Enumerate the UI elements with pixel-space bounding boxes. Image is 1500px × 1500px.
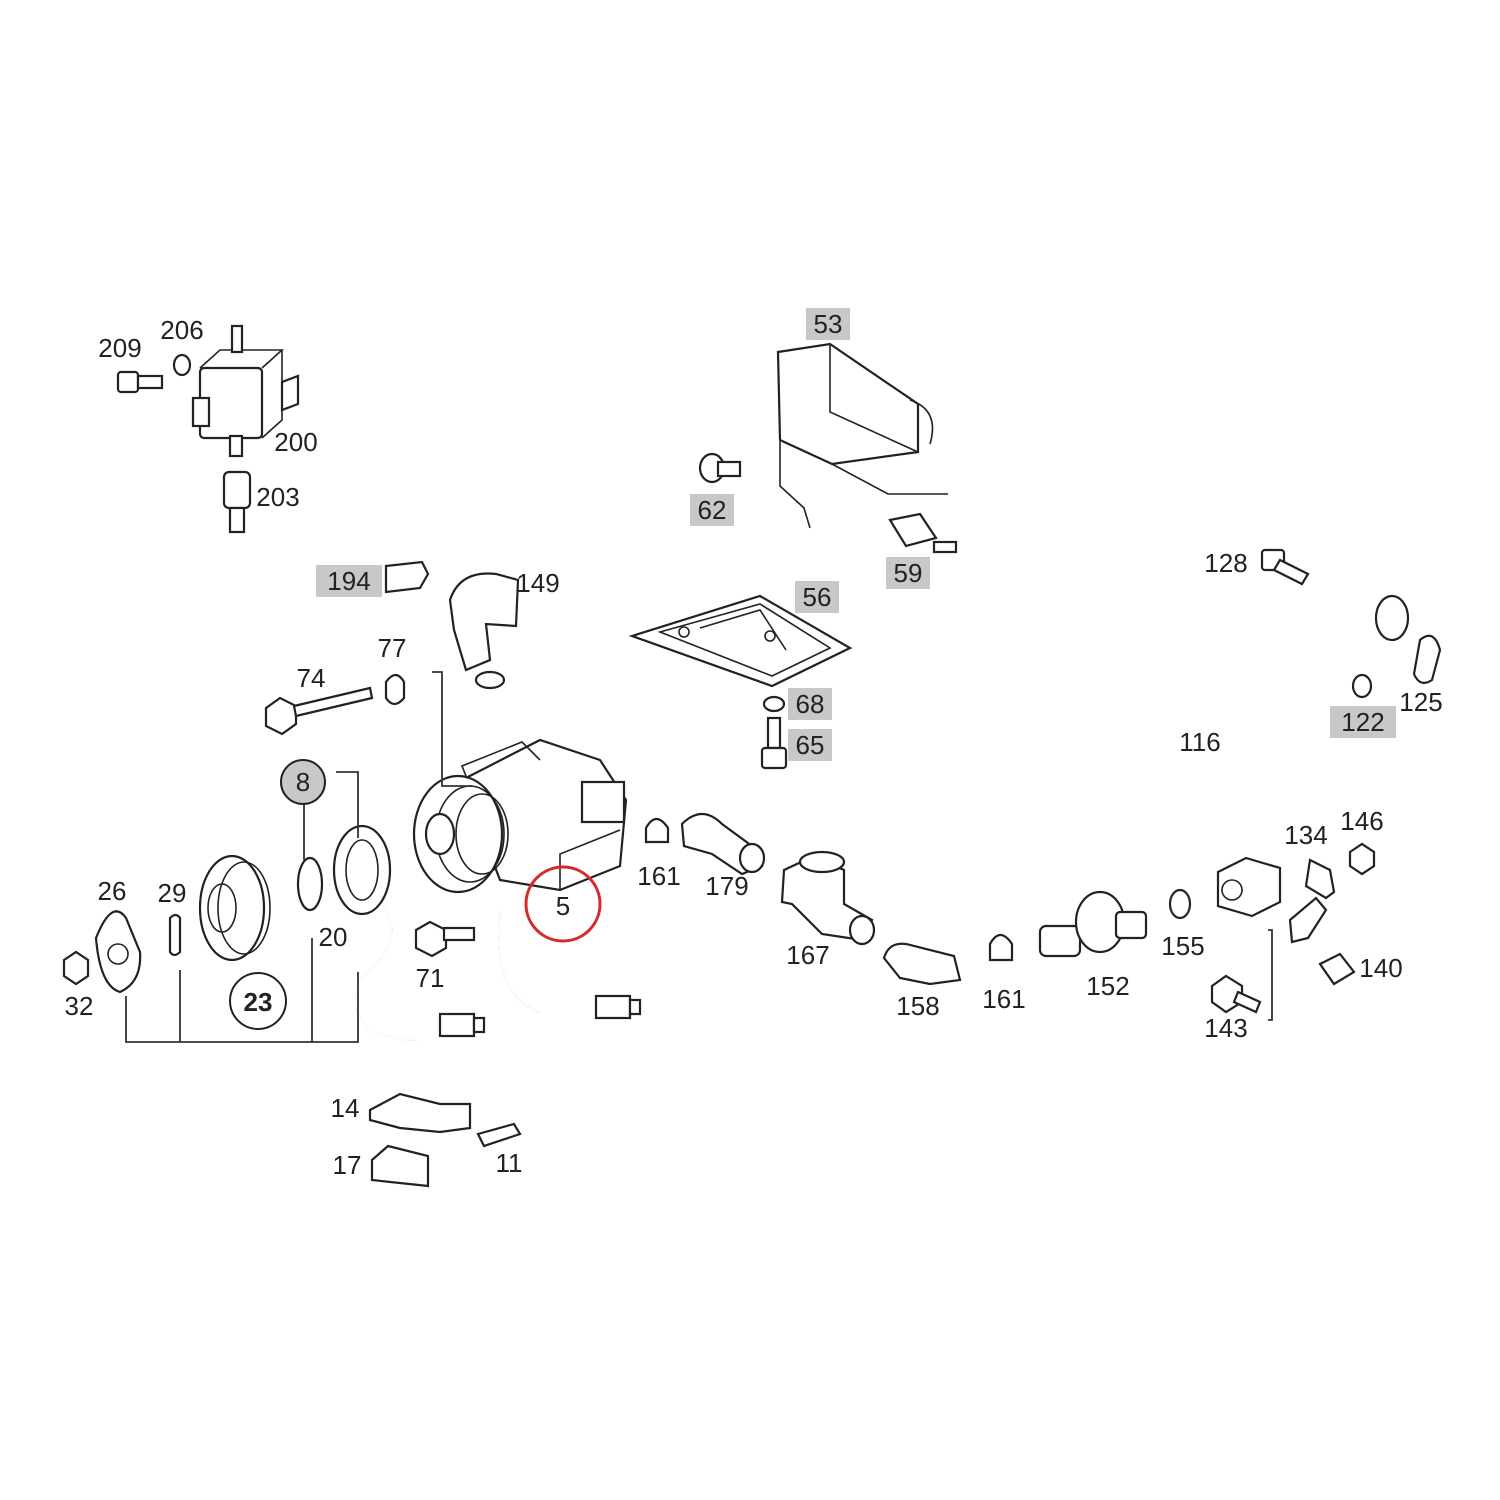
bracket-194 <box>384 560 430 594</box>
washer-77 <box>384 673 406 706</box>
callout-167: 167 <box>786 940 829 970</box>
bolt-65 <box>760 716 788 770</box>
callout-circle-23 <box>229 972 287 1030</box>
wiring-harness-5 <box>497 911 642 1020</box>
label-bg-68 <box>788 688 832 720</box>
callout-26: 26 <box>98 876 127 906</box>
gasket-125 <box>1412 634 1442 684</box>
fitting-59 <box>888 512 958 554</box>
callout-74: 74 <box>297 663 326 693</box>
callout-56: 56 <box>803 582 832 612</box>
callout-71: 71 <box>416 963 445 993</box>
callout-134: 134 <box>1284 820 1327 850</box>
connector-203 <box>222 470 252 534</box>
callout-62: 62 <box>698 495 727 525</box>
connector-housing-17 <box>370 1144 430 1188</box>
bolt-74 <box>264 686 374 736</box>
callout-53: 53 <box>814 309 843 339</box>
callout-65: 65 <box>796 730 825 760</box>
check-valve-152 <box>1038 890 1148 958</box>
pulley-23 <box>198 854 271 962</box>
hose-179 <box>680 812 766 876</box>
bolt-128 <box>1260 548 1310 586</box>
callout-11: 11 <box>496 1148 523 1178</box>
tee-valve-167 <box>780 850 876 946</box>
callout-8: 8 <box>296 767 310 797</box>
callout-29: 29 <box>158 878 187 908</box>
nut-146 <box>1348 842 1376 876</box>
label-bg-56 <box>795 581 839 613</box>
callout-209: 209 <box>98 333 141 363</box>
clamp-161b <box>988 933 1014 962</box>
seal-155 <box>1168 888 1192 920</box>
callout-146: 146 <box>1340 806 1383 836</box>
callout-20: 20 <box>319 922 348 952</box>
callout-161-second: 161 <box>982 984 1025 1014</box>
wiring-harness-20 <box>355 899 486 1041</box>
bracket-53 <box>776 342 948 529</box>
callout-128: 128 <box>1204 548 1247 578</box>
callout-32: 32 <box>65 991 94 1021</box>
heat-shield-56 <box>628 594 853 688</box>
clamp-161a <box>644 817 670 844</box>
label-bg-65 <box>788 729 832 761</box>
solenoid-valve-200 <box>191 324 300 458</box>
leader-143 <box>1268 929 1273 1021</box>
callout-23: 23 <box>244 987 273 1017</box>
seal-ring-122 <box>1351 673 1373 699</box>
callout-14: 14 <box>331 1093 360 1123</box>
leader-77 <box>432 671 472 787</box>
leader-23 <box>125 938 359 1043</box>
bolt-209 <box>116 370 164 394</box>
connector-14 <box>368 1092 472 1134</box>
callout-125: 125 <box>1399 687 1442 717</box>
callout-122: 122 <box>1341 707 1384 737</box>
callout-155: 155 <box>1161 931 1204 961</box>
callout-179: 179 <box>705 871 748 901</box>
callout-5: 5 <box>556 891 570 921</box>
snap-ring-29 <box>168 913 182 957</box>
leader-8 <box>303 771 359 860</box>
air-pump-5 <box>412 738 628 894</box>
callout-152: 152 <box>1086 971 1129 1001</box>
bracket-134 <box>1304 858 1336 900</box>
callout-143: 143 <box>1204 1013 1247 1043</box>
callout-77: 77 <box>378 633 407 663</box>
clutch-coil-20 <box>332 824 392 916</box>
fitting-62 <box>698 452 742 484</box>
spacer-140 <box>1318 952 1356 986</box>
callout-circle-8 <box>280 759 326 805</box>
callout-203: 203 <box>256 482 299 512</box>
pipe-116 <box>1216 594 1410 918</box>
pin-11 <box>476 1122 522 1148</box>
snap-ring-8 <box>296 856 324 912</box>
label-bg-53 <box>806 308 850 340</box>
callout-206: 206 <box>160 315 203 345</box>
washer-68 <box>762 695 786 713</box>
washer-206 <box>172 353 192 377</box>
elbow-hose-149 <box>448 572 520 690</box>
callout-116: 116 <box>1179 727 1220 757</box>
callout-149: 149 <box>516 568 559 598</box>
callout-140: 140 <box>1359 953 1402 983</box>
callout-194: 194 <box>327 566 370 596</box>
callout-158: 158 <box>896 991 939 1021</box>
label-bg-62 <box>690 494 734 526</box>
nut-32 <box>62 950 90 986</box>
callout-68: 68 <box>796 689 825 719</box>
label-bg-122 <box>1330 706 1396 738</box>
callout-59: 59 <box>894 558 923 588</box>
hub-plate-26 <box>94 910 142 994</box>
callout-161: 161 <box>637 861 680 891</box>
label-bg-59 <box>886 557 930 589</box>
bolt-71 <box>414 920 476 958</box>
bolt-143 <box>1210 974 1262 1014</box>
bracket-plate <box>1288 896 1328 944</box>
highlight-circle-part-5 <box>524 865 602 943</box>
callout-17: 17 <box>333 1150 362 1180</box>
hose-158 <box>882 942 962 986</box>
callout-200: 200 <box>274 427 317 457</box>
label-bg-194 <box>316 565 382 597</box>
